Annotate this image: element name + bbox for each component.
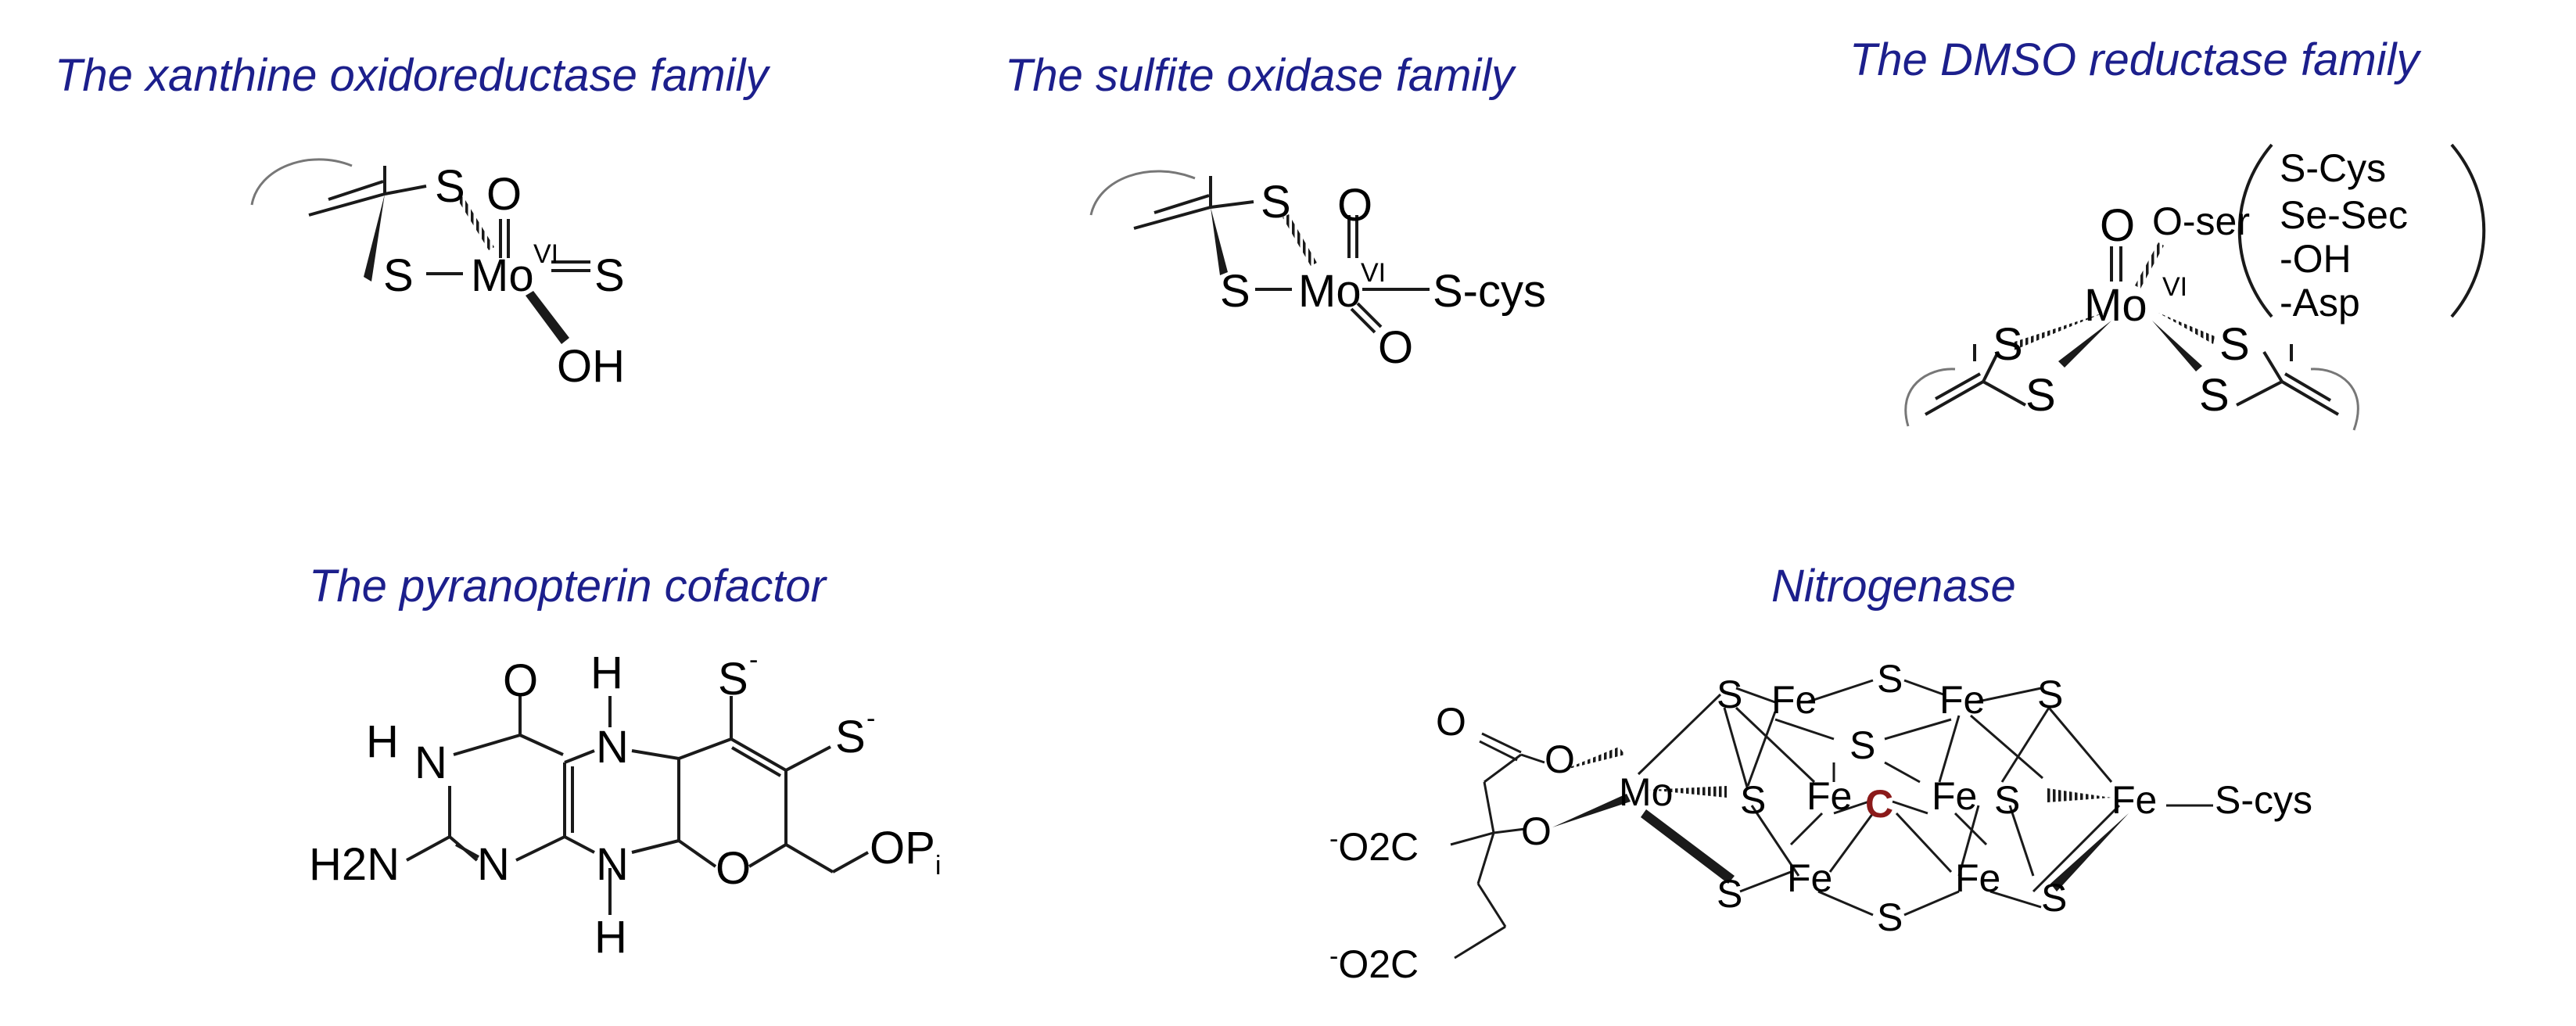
nit-sulfur-7: S: [1717, 872, 1742, 916]
dmso-sulfur-2: S: [2025, 370, 2056, 421]
pyr-nitrogen-4: N: [596, 839, 629, 890]
nit-carboxylate-1: -O2C: [1329, 824, 1419, 869]
title-nitrogenase: Nitrogenase: [1771, 561, 2016, 612]
pyr-hydrogen-1: H: [366, 716, 399, 767]
xor-molybdenum: Mo: [471, 250, 534, 301]
nit-sulfur-5: S: [1740, 778, 1766, 822]
pyr-carbonyl-oxygen: O: [503, 655, 538, 706]
nit-sulfur-4: S: [1849, 723, 1875, 767]
pyr-hydrogen-3: H: [594, 912, 627, 963]
title-sulfite-oxidase: The sulfite oxidase family: [1005, 50, 1515, 101]
pyr-charge-1: -: [749, 645, 758, 675]
nit-iron-2: Fe: [1939, 678, 1985, 722]
nitrogenase-structure: [1450, 679, 2213, 960]
so-sulfur-1: S: [1261, 177, 1291, 228]
nit-iron-1: Fe: [1771, 678, 1817, 722]
so-oxo-1: O: [1337, 180, 1372, 231]
so-molybdenum: Mo: [1298, 266, 1362, 317]
nit-sulfur-1: S: [1717, 673, 1742, 716]
so-oxidation-state: VI: [1361, 258, 1386, 288]
pyr-hydrogen-2: H: [590, 648, 623, 698]
pyr-nitrogen-3: N: [477, 839, 510, 890]
so-cysteine-ligand: S-cys: [1433, 266, 1546, 317]
nit-carboxylate-2: -O2C: [1329, 942, 1419, 986]
nit-carboxyl-oxygen-2: O: [1545, 737, 1575, 781]
nit-sulfur-9: S: [2041, 876, 2067, 920]
xor-oxo: O: [486, 169, 522, 220]
nit-sulfur-2: S: [1877, 657, 1903, 701]
nit-iron-4: Fe: [1932, 774, 1977, 818]
xor-hydroxo: OH: [557, 341, 625, 392]
nit-iron-7: Fe: [1955, 856, 2000, 900]
pyr-thiolate-2: S: [835, 712, 866, 762]
dmso-sulfur-4: S: [2199, 370, 2230, 421]
dmso-ligand-s-cys: S-Cys: [2280, 146, 2386, 190]
nit-sulfur-8: S: [1877, 895, 1903, 939]
title-pyranopterin-cofactor: The pyranopterin cofactor: [309, 561, 826, 612]
so-oxo-2: O: [1378, 322, 1413, 373]
dmso-serine-ligand: O-ser: [2152, 199, 2250, 243]
so-sulfur-2: S: [1220, 266, 1250, 317]
nit-iron-3: Fe: [1806, 774, 1852, 818]
dmso-sulfur-3: S: [2219, 319, 2250, 370]
nit-iron-5: Fe: [2111, 778, 2157, 822]
pyr-thiolate-1: S: [718, 654, 748, 705]
xor-sulfur-2: S: [383, 250, 414, 301]
dmso-ligand-asp: -Asp: [2280, 281, 2360, 325]
nit-alkoxide-oxygen: O: [1521, 809, 1552, 853]
xor-sulfido: S: [594, 250, 625, 301]
pyr-charge-2: -: [866, 704, 875, 734]
pyranopterin-structure: [406, 696, 869, 915]
pyr-amino-group: H2N: [309, 839, 400, 890]
dmso-oxidation-state: VI: [2162, 272, 2187, 302]
dmso-molybdenum: Mo: [2084, 280, 2147, 331]
nit-sulfur-6: S: [1994, 778, 2020, 822]
xor-sulfur-1: S: [435, 161, 465, 212]
sulfite-oxidase-structure: [1089, 170, 1430, 334]
dmso-ligand-oh: -OH: [2280, 237, 2352, 281]
nit-carbide: C: [1865, 782, 1893, 826]
pyr-phosphate: OPi: [870, 823, 941, 881]
pyr-ring-oxygen: O: [716, 843, 751, 894]
title-dmso-reductase: The DMSO reductase family: [1849, 34, 2420, 85]
nit-cysteine-ligand: S-cys: [2215, 778, 2312, 822]
xor-oxidation-state: VI: [533, 239, 558, 269]
dmso-ligand-se-sec: Se-Sec: [2280, 193, 2408, 237]
nit-carboxyl-oxygen-1: O: [1436, 700, 1466, 744]
dmso-reductase-structure: [1904, 143, 2486, 431]
xanthine-oxidoreductase-structure: [250, 158, 590, 344]
nit-sulfur-3: S: [2037, 673, 2063, 716]
dmso-oxo: O: [2100, 200, 2135, 251]
nit-molybdenum: Mo: [1619, 770, 1673, 814]
title-xanthine-oxidoreductase: The xanthine oxidoreductase family: [55, 50, 769, 101]
nit-iron-6: Fe: [1787, 856, 1832, 900]
dmso-sulfur-1: S: [1993, 319, 2023, 370]
pyr-nitrogen-1: N: [414, 737, 447, 788]
pyr-nitrogen-2: N: [596, 722, 629, 773]
